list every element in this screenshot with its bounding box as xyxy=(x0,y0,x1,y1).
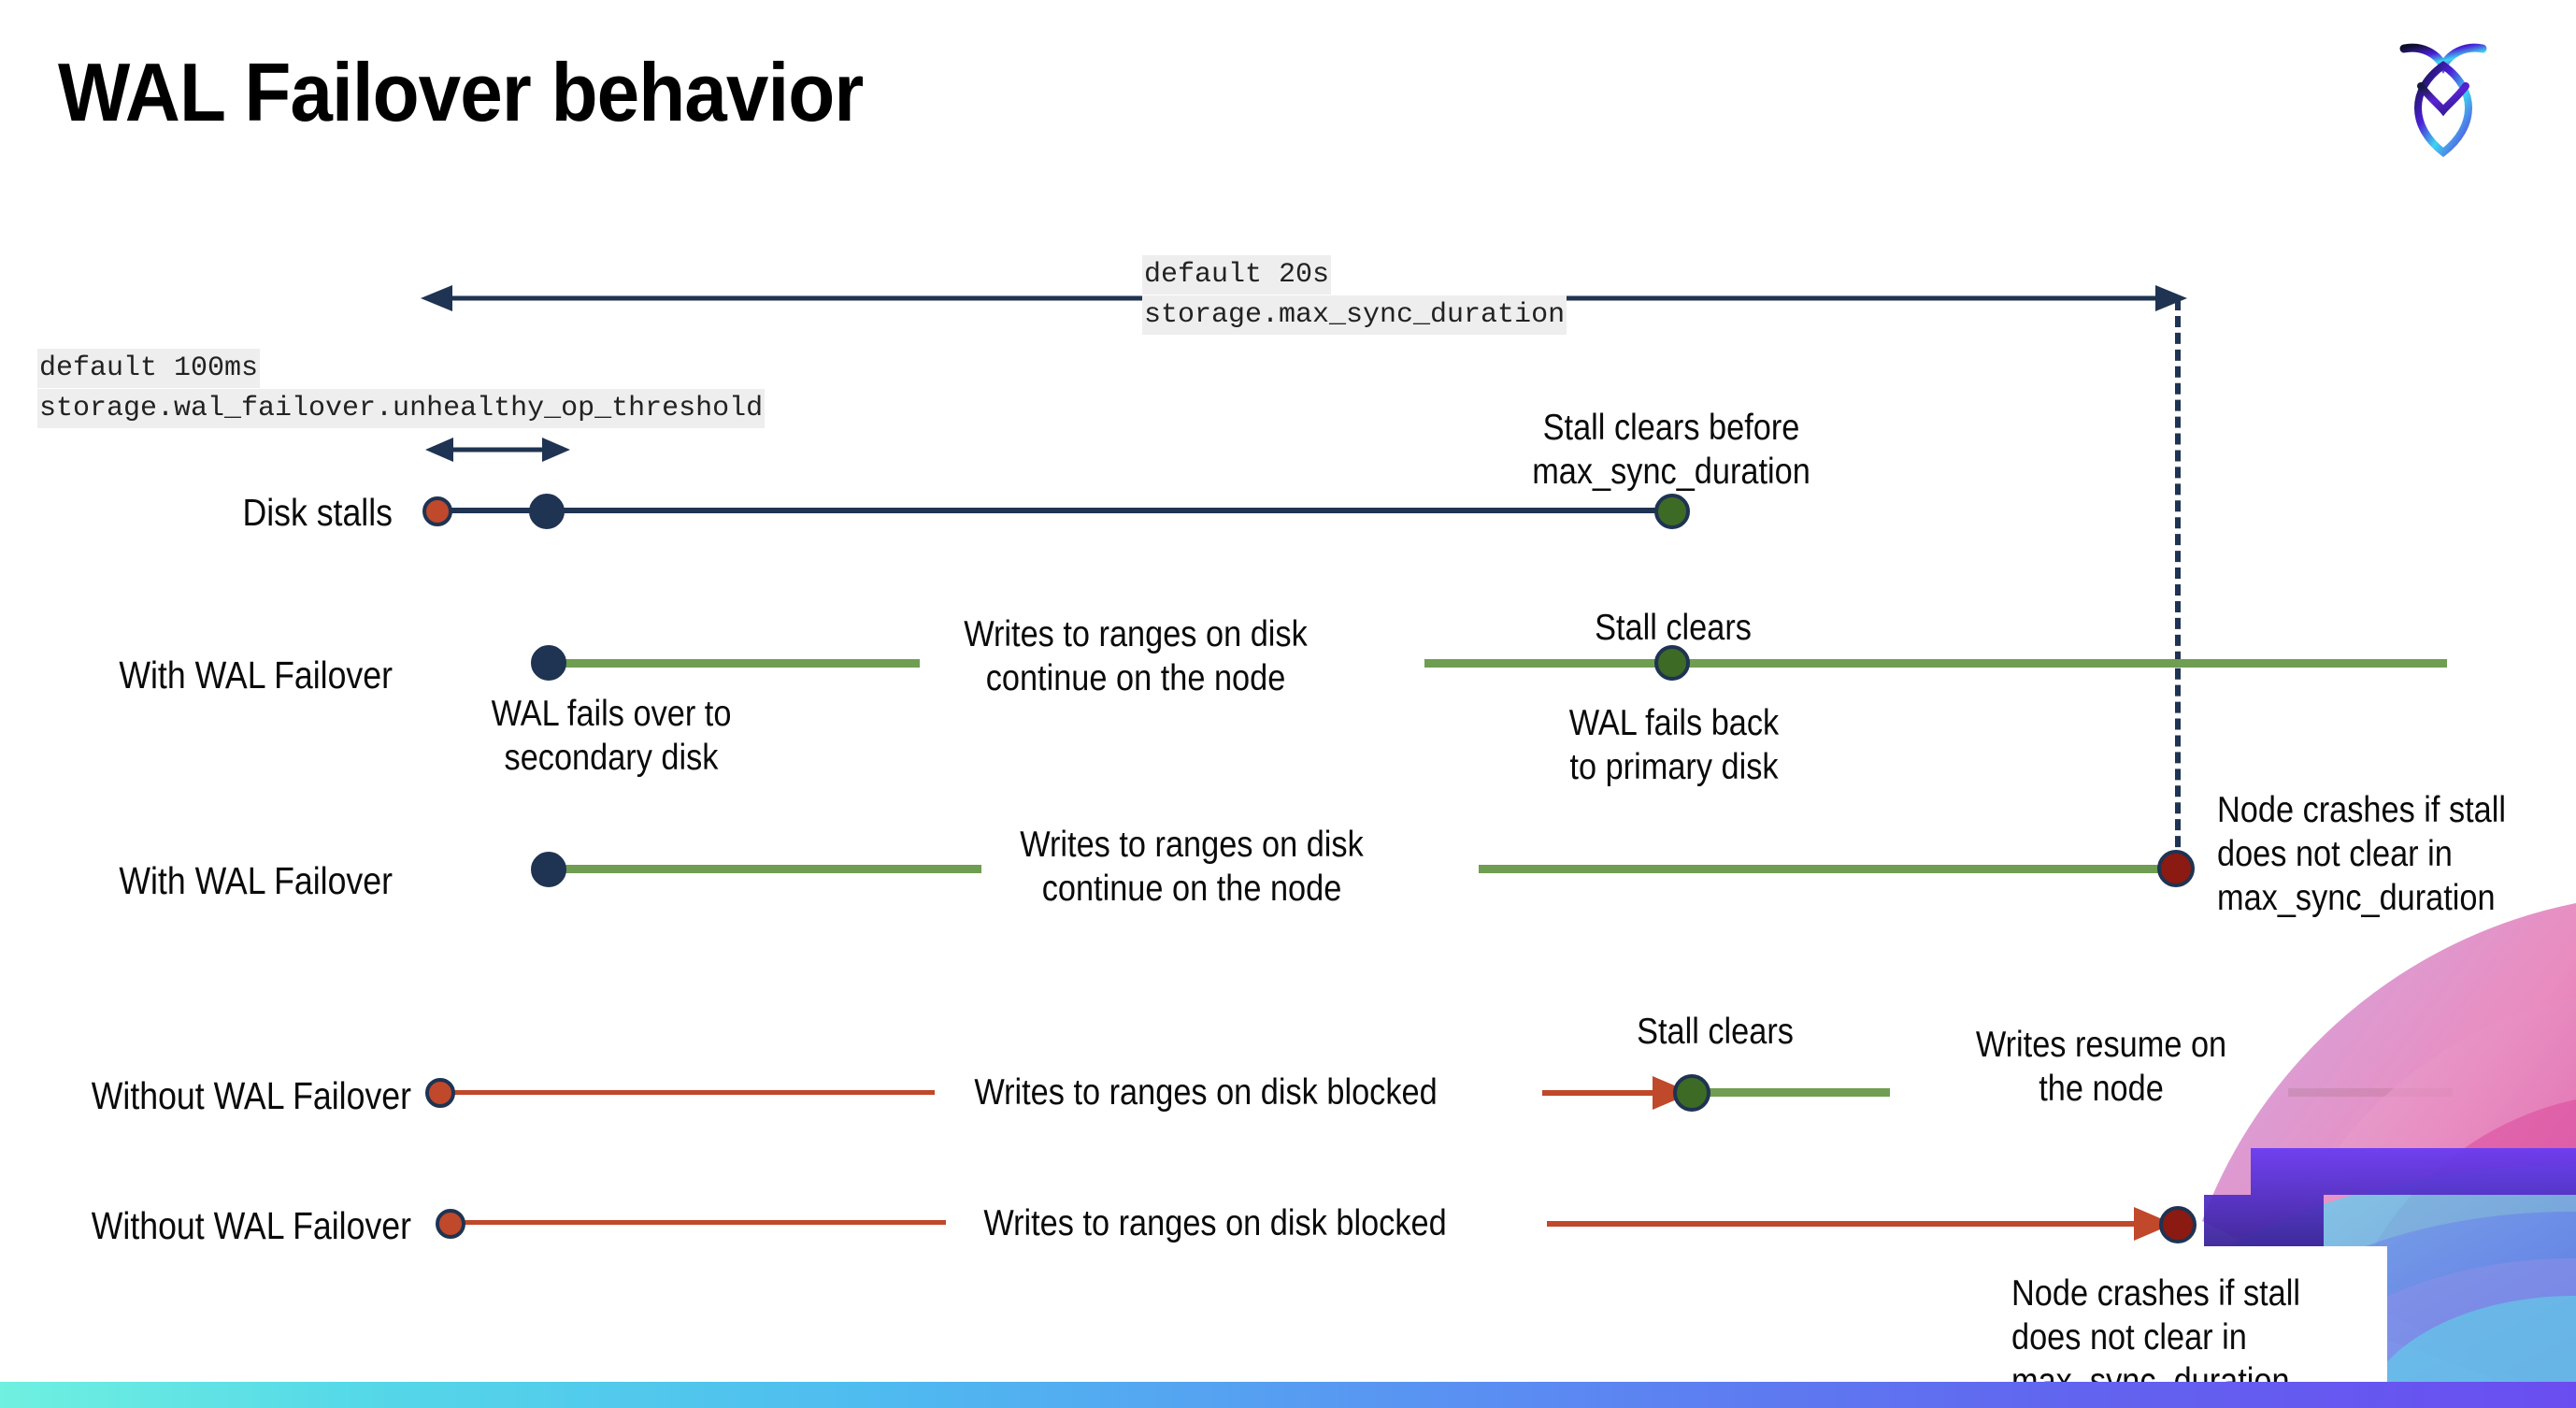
row-label-with-wal-failover-2: With WAL Failover xyxy=(119,859,393,902)
unhealthy-op-threshold-setting-chip: storage.wal_failover.unhealthy_op_thresh… xyxy=(37,389,766,428)
without-wal-failover-2-red-arrow xyxy=(1547,1204,2173,1243)
unhealthy-op-threshold-span-arrow xyxy=(425,434,570,466)
max-sync-duration-default-chip: default 20s xyxy=(1142,255,1332,295)
annotation-writes-blocked-1: Writes to ranges on disk blocked xyxy=(974,1072,1438,1113)
disk-stalls-timeline-segment xyxy=(437,508,1671,513)
with-wal-failover-1-segment-b xyxy=(1424,659,2447,668)
without-wal-failover-2-red-segment-a xyxy=(451,1220,946,1225)
with-wal-failover-2-crash-dot xyxy=(2157,850,2195,887)
with-wal-failover-1-segment-a xyxy=(542,659,920,668)
caption-backdrop-row5 xyxy=(1968,1246,2387,1408)
annotation-writes-continue-2: Writes to ranges on disk continue on the… xyxy=(1020,825,1364,909)
without-wal-failover-2-start-dot xyxy=(436,1209,465,1239)
row-label-without-wal-failover-1: Without WAL Failover xyxy=(91,1074,411,1117)
without-wal-failover-2-crash-dot xyxy=(2159,1206,2197,1243)
annotation-stall-clears-row4: Stall clears xyxy=(1637,1012,1794,1052)
with-wal-failover-1-failover-dot xyxy=(531,645,566,681)
with-wal-failover-2-failover-dot xyxy=(531,852,566,887)
annotation-writes-blocked-2: Writes to ranges on disk blocked xyxy=(983,1203,1447,1243)
annotation-stall-clears-row2: Stall clears xyxy=(1595,608,1752,648)
annotation-node-crashes-row3: Node crashes if stall does not clear in … xyxy=(2217,790,2507,918)
max-sync-duration-dashed-connector xyxy=(2175,299,2181,881)
without-wal-failover-1-green-segment xyxy=(1692,1088,1890,1097)
without-wal-failover-1-clear-dot xyxy=(1673,1074,1710,1112)
row-label-disk-stalls: Disk stalls xyxy=(242,491,393,534)
unhealthy-op-threshold-default-chip: default 100ms xyxy=(37,349,261,388)
annotation-stall-clears-before-max: Stall clears before max_sync_duration xyxy=(1532,408,1810,492)
annotation-wal-fails-over: WAL fails over to secondary disk xyxy=(491,694,732,778)
max-sync-duration-setting-chip: storage.max_sync_duration xyxy=(1142,295,1567,335)
disk-stalls-start-dot xyxy=(422,496,452,526)
without-wal-failover-1-red-segment-a xyxy=(439,1090,935,1095)
annotation-writes-continue-1: Writes to ranges on disk continue on the… xyxy=(964,614,1308,698)
cockroachdb-logo xyxy=(2390,34,2497,165)
with-wal-failover-2-segment-a xyxy=(542,865,981,873)
with-wal-failover-2-segment-b xyxy=(1479,865,2180,873)
bottom-accent-bar xyxy=(0,1382,2576,1408)
without-wal-failover-1-red-arrow xyxy=(1542,1073,1692,1113)
annotation-node-crashes-row5: Node crashes if stall does not clear in … xyxy=(2011,1273,2301,1401)
row-label-with-wal-failover-1: With WAL Failover xyxy=(119,654,393,697)
disk-stalls-failover-dot xyxy=(529,494,565,529)
with-wal-failover-1-clear-dot xyxy=(1654,645,1690,681)
disk-stalls-clear-dot xyxy=(1654,494,1690,529)
annotation-wal-fails-back: WAL fails back to primary disk xyxy=(1568,703,1780,787)
annotation-writes-resume: Writes resume on the node xyxy=(1975,1025,2227,1109)
row-label-without-wal-failover-2: Without WAL Failover xyxy=(91,1204,411,1247)
page-title: WAL Failover behavior xyxy=(58,46,864,138)
without-wal-failover-1-start-dot xyxy=(425,1078,455,1108)
